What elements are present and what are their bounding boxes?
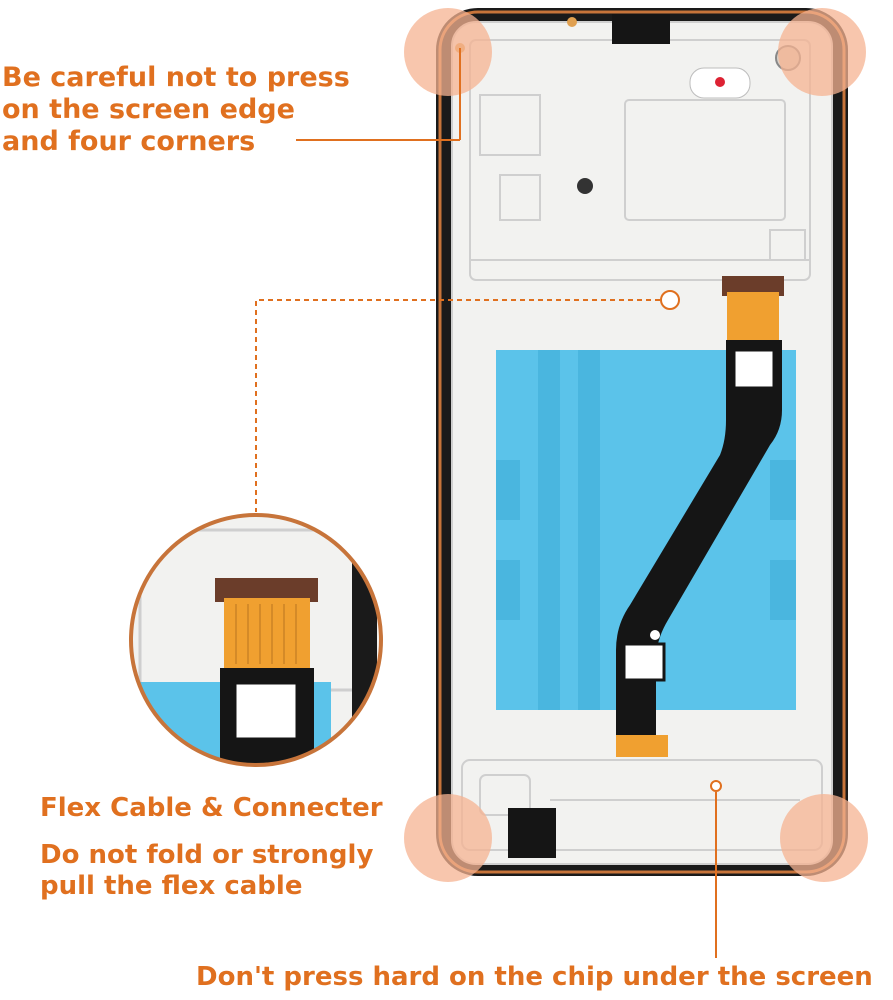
flex-label-top [732, 348, 776, 390]
phone-frame-edge [438, 10, 846, 874]
film-stripes [496, 350, 796, 710]
flex-connector-pins [727, 292, 779, 344]
usb-port-cutout [508, 808, 556, 858]
sensor-dot [715, 77, 725, 87]
corner-highlight-top-left [404, 8, 492, 96]
magnified-connector-inset [131, 515, 381, 765]
chip-warning: Don't press hard on the chip under the s… [196, 962, 873, 992]
chip-location-marker [660, 290, 680, 310]
flex-cable-title: Flex Cable & Connecter [40, 793, 383, 823]
corner-highlights [404, 8, 868, 882]
flex-cable-warning: Do not fold or strongly pull the flex ca… [40, 840, 373, 902]
corners-warning-line-1: Be careful not to press [2, 62, 350, 93]
center-mark [577, 178, 593, 194]
bottom-marker [710, 780, 722, 792]
corners-warning-line-3: and four corners [2, 126, 256, 157]
flex-connector-top [722, 276, 784, 296]
top-bracket-details [469, 39, 811, 281]
flex-connector-bottom [616, 735, 668, 757]
corner-highlight-bottom-right [780, 794, 868, 882]
screw-hole-top [567, 17, 577, 27]
flex-cable-warning-line-2: pull the flex cable [40, 871, 303, 901]
corner-highlight-bottom-left [404, 794, 492, 882]
corners-warning: Be careful not to press on the screen ed… [2, 62, 350, 158]
corner-highlight-top-right [778, 8, 866, 96]
inset-border [129, 513, 383, 767]
top-speaker-slot [612, 14, 670, 44]
corners-warning-line-2: on the screen edge [2, 94, 295, 125]
flex-label-bottom [622, 642, 666, 682]
flex-ground-dot [650, 630, 660, 640]
flex-cable-warning-line-1: Do not fold or strongly [40, 840, 374, 870]
